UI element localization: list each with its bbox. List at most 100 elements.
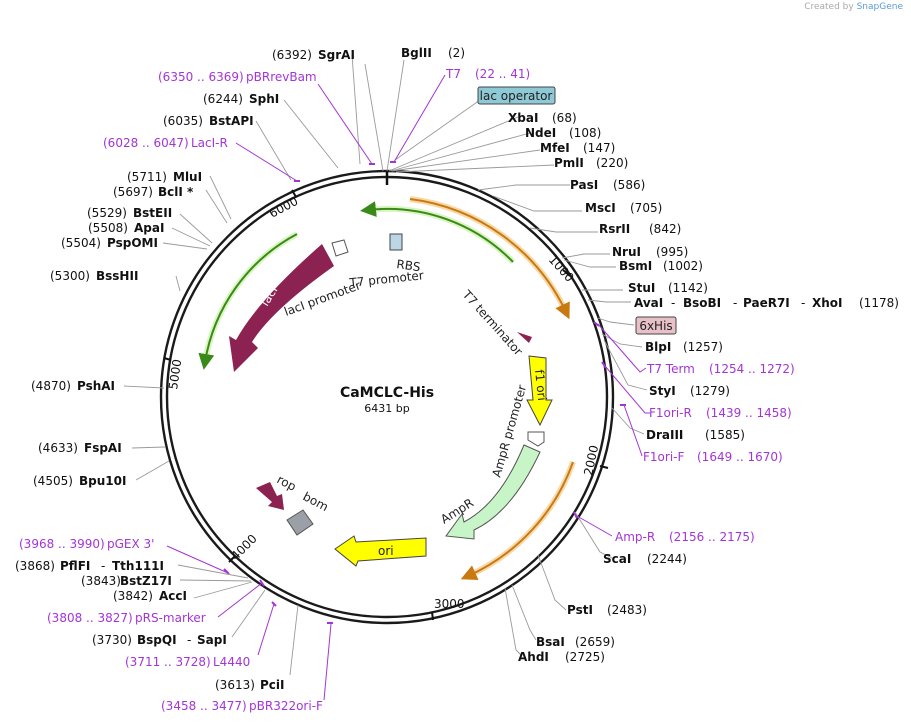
enzyme-bglii-name[interactable]: BglII bbox=[401, 46, 432, 60]
enzyme-tth111i-name[interactable]: Tth111I bbox=[112, 559, 164, 573]
enzyme-ahdi-name[interactable]: AhdI bbox=[518, 650, 549, 664]
enzyme-avai-name[interactable]: AvaI bbox=[634, 296, 663, 310]
enzyme-bsshii-name[interactable]: BssHII bbox=[96, 269, 138, 283]
enzyme-pcii-name[interactable]: PciI bbox=[260, 678, 285, 692]
primer-t7term-name[interactable]: T7 Term bbox=[646, 362, 695, 376]
ori-label: ori bbox=[378, 544, 394, 558]
leader-lines bbox=[123, 54, 648, 676]
f1-ori-arrow[interactable] bbox=[526, 355, 553, 427]
enzyme-sep-2: - bbox=[733, 296, 737, 310]
primer-f1ori-f-name[interactable]: F1ori-F bbox=[643, 450, 684, 464]
enzyme-labels: BglII (2) XbaI (68) NdeI (108) MfeI (147… bbox=[15, 46, 899, 692]
enzyme-acci-pos: (3842) bbox=[113, 589, 153, 603]
enzyme-bsai-name[interactable]: BsaI bbox=[536, 635, 565, 649]
enzyme-bsteii-name[interactable]: BstEII bbox=[133, 206, 172, 220]
enzyme-psti-name[interactable]: PstI bbox=[567, 603, 593, 617]
enzyme-msci-pos: (705) bbox=[630, 201, 662, 215]
his-tag-box[interactable] bbox=[635, 316, 677, 335]
enzyme-rsrii-name[interactable]: RsrII bbox=[599, 222, 630, 236]
primer-f1ori-f-range: (1649 .. 1670) bbox=[697, 450, 783, 464]
primer-prs-marker-name[interactable]: pRS-marker bbox=[135, 611, 206, 625]
enzyme-stui-pos: (1142) bbox=[668, 281, 708, 295]
ampr-promoter-arrow bbox=[527, 431, 545, 447]
enzyme-pmli-name[interactable]: PmlI bbox=[554, 156, 584, 170]
enzyme-sgrai-name[interactable]: SgrAI bbox=[318, 48, 355, 62]
enzyme-bsmi-pos: (1002) bbox=[663, 259, 703, 273]
primer-leaders bbox=[166, 74, 650, 701]
enzyme-xhoi-name[interactable]: XhoI bbox=[812, 296, 843, 310]
enzyme-pspomi-name[interactable]: PspOMI bbox=[107, 236, 158, 250]
enzyme-fspai-pos: (4633) bbox=[38, 441, 78, 455]
orf-arcs bbox=[198, 196, 576, 581]
t7-terminator-label: T7 terminator bbox=[459, 287, 525, 359]
enzyme-mfei-name[interactable]: MfeI bbox=[540, 141, 570, 155]
laci-arrow[interactable] bbox=[229, 244, 334, 372]
enzyme-msci-name[interactable]: MscI bbox=[585, 201, 616, 215]
enzyme-bpu10i-name[interactable]: Bpu10I bbox=[79, 474, 126, 488]
enzyme-styi-name[interactable]: StyI bbox=[649, 384, 676, 398]
enzyme-xbai-name[interactable]: XbaI bbox=[508, 111, 538, 125]
enzyme-pshai-name[interactable]: PshAI bbox=[77, 379, 115, 393]
enzyme-blpi-pos: (1257) bbox=[683, 340, 723, 354]
primer-amp-r-name[interactable]: Amp-R bbox=[615, 530, 655, 544]
laci-promoter-arrow bbox=[331, 239, 349, 257]
ori-arrow[interactable] bbox=[334, 535, 427, 567]
enzyme-bstapi-pos: (6035) bbox=[163, 114, 203, 128]
primer-laci-r-name[interactable]: LacI-R bbox=[191, 136, 228, 150]
primer-f1ori-r-name[interactable]: F1ori-R bbox=[649, 406, 692, 420]
primer-pbrrevbam-name[interactable]: pBRrevBam bbox=[246, 70, 317, 84]
enzyme-apai-name[interactable]: ApaI bbox=[134, 221, 164, 235]
his-tag-label: 6xHis bbox=[639, 319, 672, 333]
enzyme-bpu10i-pos: (4505) bbox=[33, 474, 73, 488]
enzyme-ndei-name[interactable]: NdeI bbox=[525, 126, 556, 140]
enzyme-paer7i-name[interactable]: PaeR7I bbox=[743, 296, 790, 310]
enzyme-xbai-pos: (68) bbox=[552, 111, 577, 125]
enzyme-sep-1: - bbox=[671, 296, 675, 310]
enzyme-pflfi-name[interactable]: PflFI bbox=[60, 559, 90, 573]
lac-operator-label: lac operator bbox=[480, 89, 553, 103]
lac-operator-box[interactable] bbox=[477, 86, 556, 105]
primer-pgex3-name[interactable]: pGEX 3' bbox=[107, 537, 154, 551]
primer-pbrrevbam-range: (6350 .. 6369) bbox=[158, 70, 244, 84]
ampr-arrow[interactable] bbox=[445, 444, 541, 540]
enzyme-nrui-name[interactable]: NruI bbox=[612, 245, 641, 259]
enzyme-xhoi-pos: (1178) bbox=[859, 296, 899, 310]
enzyme-draiii-name[interactable]: DraIII bbox=[646, 428, 683, 442]
enzyme-bsobi-name[interactable]: BsoBI bbox=[683, 296, 721, 310]
enzyme-bspqi-name[interactable]: BspQI bbox=[137, 633, 177, 647]
enzyme-pcii-pos: (3613) bbox=[215, 678, 255, 692]
enzyme-pmli-pos: (220) bbox=[596, 156, 628, 170]
rop-label: rop bbox=[275, 472, 299, 494]
enzyme-sapi-name[interactable]: SapI bbox=[197, 633, 227, 647]
rop-arrow[interactable] bbox=[256, 482, 284, 510]
enzyme-pasi-name[interactable]: PasI bbox=[570, 178, 598, 192]
primer-pbr322ori-f-name[interactable]: pBR322ori-F bbox=[249, 699, 323, 713]
enzyme-nrui-pos: (995) bbox=[656, 245, 688, 259]
enzyme-acci-name[interactable]: AccI bbox=[159, 589, 187, 603]
primer-t7term-range: (1254 .. 1272) bbox=[709, 362, 795, 376]
enzyme-bstapi-name[interactable]: BstAPI bbox=[209, 114, 254, 128]
enzyme-bstz17i-name[interactable]: BstZ17I bbox=[120, 574, 172, 588]
bom-label: bom bbox=[301, 489, 331, 514]
enzyme-scai-name[interactable]: ScaI bbox=[603, 552, 631, 566]
enzyme-bsshii-pos: (5300) bbox=[50, 269, 90, 283]
enzyme-apai-pos: (5508) bbox=[88, 221, 128, 235]
credit-prefix: Created by bbox=[804, 2, 854, 12]
primer-t7-range: (22 .. 41) bbox=[475, 67, 530, 81]
enzyme-blpi-name[interactable]: BlpI bbox=[645, 340, 671, 354]
enzyme-fspai-name[interactable]: FspAI bbox=[84, 441, 122, 455]
enzyme-bcli-name[interactable]: BclI * bbox=[158, 185, 194, 199]
enzyme-bsai-pos: (2659) bbox=[575, 635, 615, 649]
enzyme-bsmi-name[interactable]: BsmI bbox=[619, 259, 652, 273]
primer-amp-r-range: (2156 .. 2175) bbox=[669, 530, 755, 544]
enzyme-rsrii-pos: (842) bbox=[649, 222, 681, 236]
enzyme-sphi-name[interactable]: SphI bbox=[249, 92, 279, 106]
enzyme-scai-pos: (2244) bbox=[647, 552, 687, 566]
snapgene-credit: Created by SnapGene bbox=[804, 2, 903, 12]
primer-l4440-name[interactable]: L4440 bbox=[213, 655, 250, 669]
enzyme-mlui-name[interactable]: MluI bbox=[173, 170, 202, 184]
rbs-label: RBS bbox=[396, 257, 422, 274]
primer-t7-name[interactable]: T7 bbox=[445, 67, 461, 81]
enzyme-stui-name[interactable]: StuI bbox=[628, 281, 655, 295]
